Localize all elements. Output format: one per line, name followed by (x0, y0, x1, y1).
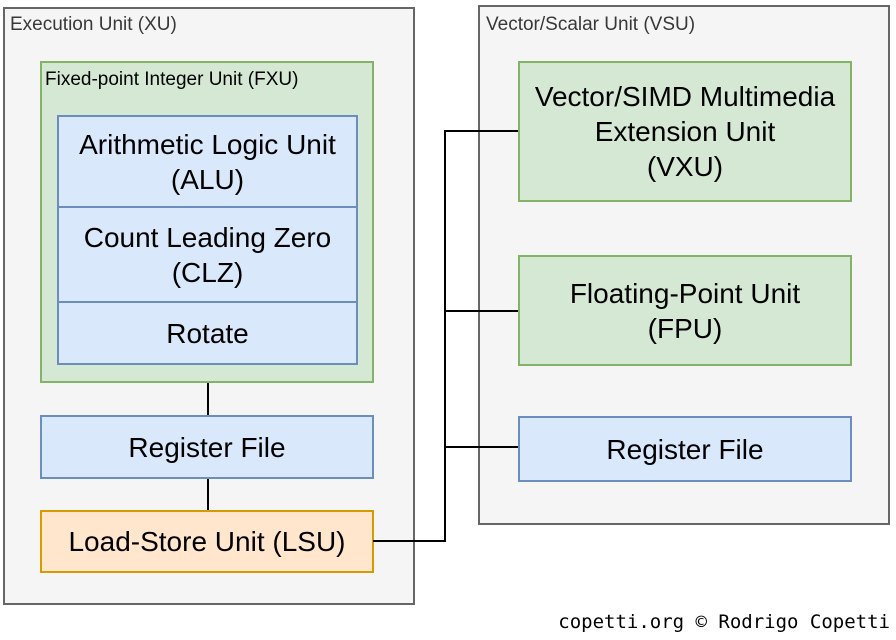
connector-vxu-branch (444, 130, 518, 132)
vsu-register-file-box: Register File (518, 416, 852, 482)
connector-register-file-branch (444, 446, 518, 448)
connector-lsu-branch (373, 540, 446, 542)
xu-register-file-box: Register File (40, 415, 374, 479)
connector-fpu-branch (444, 310, 518, 312)
connector-trunk (444, 130, 446, 542)
connector-fxu-to-register-file (207, 383, 209, 415)
fxu-group-title: Fixed-point Integer Unit (FXU) (45, 69, 299, 90)
credit-text: copetti.org © Rodrigo Copetti (558, 611, 890, 633)
fpu-box: Floating-Point Unit (FPU) (518, 255, 852, 366)
rotate-box: Rotate (57, 301, 358, 365)
lsu-box: Load-Store Unit (LSU) (40, 510, 374, 573)
vector-scalar-unit-title: Vector/Scalar Unit (VSU) (486, 14, 696, 35)
clz-box: Count Leading Zero (CLZ) (57, 206, 358, 303)
vxu-box: Vector/SIMD Multimedia Extension Unit (V… (518, 61, 852, 202)
execution-unit-title: Execution Unit (XU) (10, 14, 177, 35)
alu-box: Arithmetic Logic Unit (ALU) (57, 115, 358, 208)
connector-register-file-to-lsu (207, 479, 209, 510)
